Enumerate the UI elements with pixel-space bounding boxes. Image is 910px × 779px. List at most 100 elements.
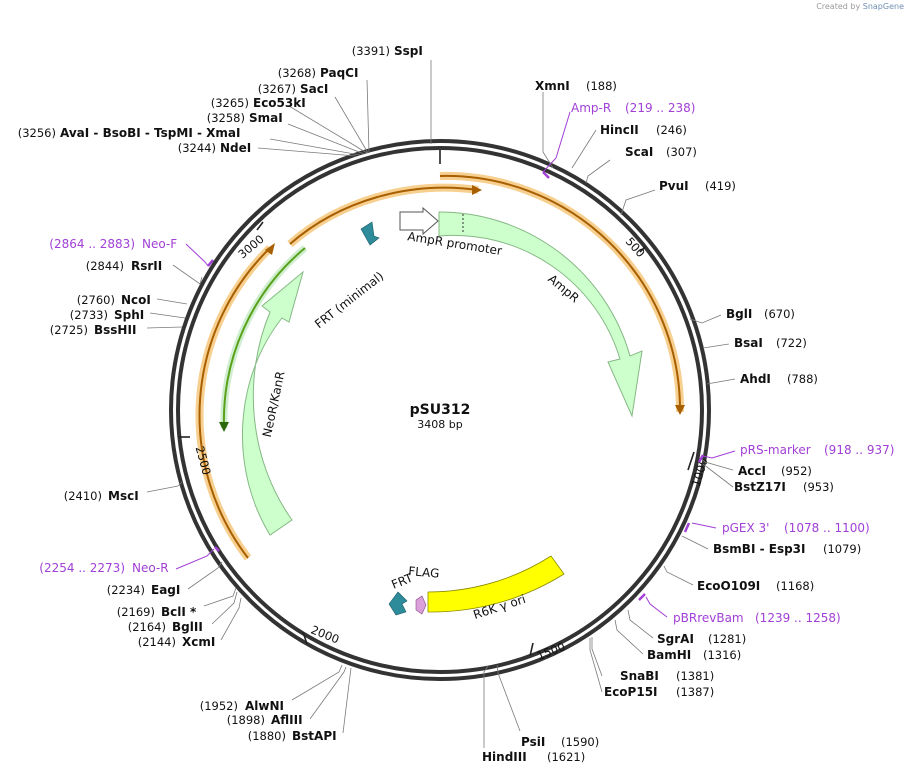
enzyme-bglii-pos: (2164) xyxy=(128,620,166,634)
orange-arc-upper-head xyxy=(472,185,482,195)
primer-pbrrevbam-range: (1239 .. 1258) xyxy=(755,611,841,625)
enzyme-bamhi-name: BamHI xyxy=(647,648,691,662)
primer-pgex3-range: (1078 .. 1100) xyxy=(784,521,870,535)
enzyme-afliii-pos: (1898) xyxy=(227,713,265,727)
enzyme-eagi-pos: (2234) xyxy=(107,583,145,597)
ampr-feature xyxy=(399,206,643,418)
enzyme-ecop15i-pos: (1387) xyxy=(676,685,714,699)
enzyme-bgli-name: BglI xyxy=(726,307,752,321)
enzyme-scai-pos: (307) xyxy=(666,145,697,159)
ori-bar xyxy=(427,555,565,613)
tick-label-1500: 1500 xyxy=(535,639,567,663)
ampr-arrow xyxy=(438,211,643,418)
enzyme-paqci-name: PaqCI xyxy=(320,66,358,80)
enzyme-bcli-pos: (2169) xyxy=(117,605,155,619)
primer-neor-range: (2254 .. 2273) xyxy=(39,561,125,575)
enzyme-bstz17i-name: BstZ17I xyxy=(734,480,786,494)
enzyme-bsshii-name: BssHII xyxy=(94,323,136,337)
enzyme-sphi-name: SphI xyxy=(114,308,144,322)
enzyme-msci-name: MscI xyxy=(108,489,139,503)
enzyme-pvui-pos: (419) xyxy=(705,179,736,193)
enzyme-ncoi-pos: (2760) xyxy=(77,293,115,307)
plasmid-name: pSU312 xyxy=(410,402,471,418)
primer-leaders xyxy=(175,111,736,618)
enzyme-avai-pos: (3256) xyxy=(18,126,56,140)
enzyme-sphi-pos: (2733) xyxy=(70,308,108,322)
enzyme-smai-name: SmaI xyxy=(249,111,283,125)
enzyme-bsmbi-pos: (1079) xyxy=(823,542,861,556)
primer-labels: Amp-R (219 .. 238) pRS-marker (918 .. 93… xyxy=(39,101,894,625)
tick-label-2500: 2500 xyxy=(193,445,214,477)
enzyme-alwni-name: AlwNI xyxy=(245,699,284,713)
enzyme-bsshii-pos: (2725) xyxy=(50,323,88,337)
enzyme-ncoi-name: NcoI xyxy=(121,293,151,307)
enzyme-scai-name: ScaI xyxy=(625,145,653,159)
snapgene-credit: Created by SnapGene xyxy=(816,2,904,11)
enzyme-ahdi-pos: (788) xyxy=(787,372,818,386)
enzyme-hincii-name: HincII xyxy=(600,123,639,137)
enzyme-sspi-pos: (3391) xyxy=(352,44,390,58)
enzyme-bstapi-name: BstAPI xyxy=(292,729,337,743)
plasmid-size: 3408 bp xyxy=(417,418,462,431)
enzyme-ndei-name: NdeI xyxy=(220,141,251,155)
neor-label: NeoR/KanR xyxy=(260,370,288,438)
orange-arc-left-head xyxy=(265,243,275,255)
enzyme-rsrii-name: RsrII xyxy=(131,259,162,273)
enzyme-hincii-pos: (246) xyxy=(656,123,687,137)
enzyme-hindiii-name: HindIII xyxy=(482,750,527,764)
enzyme-paqci-pos: (3268) xyxy=(278,66,316,80)
credit-brand: SnapGene xyxy=(862,2,904,11)
green-arc-head xyxy=(219,422,229,432)
primer-neof-name: Neo-F xyxy=(142,237,177,251)
primer-ampr-range: (219 .. 238) xyxy=(625,101,695,115)
enzyme-xcmi-name: XcmI xyxy=(182,635,215,649)
enzyme-ahdi-name: AhdI xyxy=(740,372,771,386)
primer-arcs xyxy=(195,171,685,561)
enzyme-sspi-name: SspI xyxy=(394,44,423,58)
frt-minimal-label: FRT (minimal) xyxy=(312,269,386,331)
primer-prs-marker-name: pRS-marker xyxy=(740,443,811,457)
enzyme-eco53ki-pos: (3265) xyxy=(211,96,249,110)
enzyme-eagi-name: EagI xyxy=(151,583,180,597)
primer-neor-name: Neo-R xyxy=(132,561,169,575)
scale-ticks xyxy=(178,150,695,657)
ori-feature xyxy=(427,555,565,613)
frt-minimal-arrow xyxy=(360,221,380,246)
enzyme-ecoo109i-name: EcoO109I xyxy=(697,579,760,593)
enzyme-bstapi-pos: (1880) xyxy=(248,729,286,743)
enzyme-snabi-pos: (1381) xyxy=(676,669,714,683)
enzyme-bcli-name: BclI * xyxy=(161,605,197,619)
enzyme-bamhi-pos: (1316) xyxy=(703,648,741,662)
credit-prefix: Created by xyxy=(816,2,861,11)
enzyme-smai-pos: (3258) xyxy=(207,111,245,125)
enzyme-alwni-pos: (1952) xyxy=(200,699,238,713)
enzyme-ecoo109i-pos: (1168) xyxy=(776,579,814,593)
frt-arrow xyxy=(388,591,408,616)
neor-arrow xyxy=(241,270,304,536)
enzyme-bsai-pos: (722) xyxy=(776,336,807,350)
backbone xyxy=(169,139,711,681)
enzyme-msci-pos: (2410) xyxy=(64,489,102,503)
enzyme-bglii-name: BglII xyxy=(172,620,203,634)
enzyme-sgrai-name: SgrAI xyxy=(657,632,694,646)
enzyme-acci-pos: (952) xyxy=(781,464,812,478)
enzyme-hindiii-pos: (1621) xyxy=(547,750,585,764)
enzyme-psii-pos: (1590) xyxy=(561,735,599,749)
primer-neof-range: (2864 .. 2883) xyxy=(49,237,135,251)
enzyme-pvui-name: PvuI xyxy=(659,179,689,193)
enzyme-xmni-name: XmnI xyxy=(535,79,570,93)
neor-feature xyxy=(241,270,304,536)
flag-label: FLAG xyxy=(408,564,440,581)
primer-prs-marker-range: (918 .. 937) xyxy=(824,443,894,457)
primer-pbrrevbam-name: pBRrevBam xyxy=(673,611,744,625)
primer-pgex3-name: pGEX 3' xyxy=(722,521,769,535)
flag-arrow xyxy=(415,595,427,615)
enzyme-avai-name: AvaI - BsoBI - TspMI - XmaI xyxy=(60,126,240,140)
enzyme-saci-name: SacI xyxy=(300,82,328,96)
enzyme-acci-name: AccI xyxy=(738,464,766,478)
enzyme-rsrii-pos: (2844) xyxy=(86,259,124,273)
enzyme-psii-name: PsiI xyxy=(521,735,545,749)
enzyme-xcmi-pos: (2144) xyxy=(138,635,176,649)
enzyme-ndei-pos: (3244) xyxy=(178,141,216,155)
